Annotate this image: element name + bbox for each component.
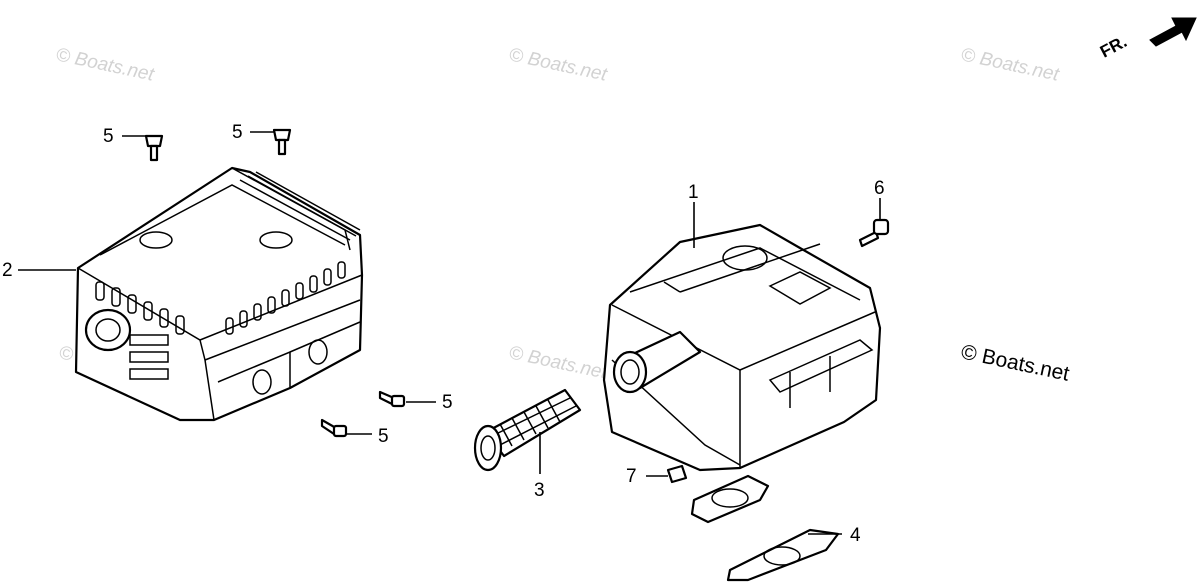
callout-muffler: 1 — [688, 182, 699, 203]
front-label: FR. — [1097, 32, 1130, 62]
gasket — [726, 528, 840, 582]
watermark-2: © Boats.net — [507, 44, 609, 85]
callout-gasket: 4 — [850, 525, 861, 546]
callout-spark-arrester: 3 — [534, 480, 545, 501]
muffler — [602, 223, 882, 524]
callout-muffler-protector: 2 — [2, 260, 13, 281]
callout-nut: 7 — [626, 466, 637, 487]
muffler-protector — [74, 166, 364, 422]
watermark-5: © Boats.net — [507, 342, 609, 383]
leader-lines — [18, 131, 881, 535]
callout-screw-b: 5 — [232, 122, 243, 143]
screw-top-left — [144, 134, 164, 162]
exhaust-outlet — [612, 330, 702, 394]
front-arrow-icon — [1149, 17, 1197, 47]
watermark-1: © Boats.net — [54, 44, 156, 85]
callouts: 5 5 2 5 5 1 6 3 7 4 — [2, 122, 885, 546]
callout-screw-a: 5 — [103, 126, 114, 147]
flange — [690, 474, 770, 524]
watermark-3: © Boats.net — [959, 44, 1061, 85]
bolt — [858, 218, 890, 248]
screw-lower — [320, 418, 348, 438]
nut — [666, 464, 688, 484]
watermark-strong: © Boats.net — [959, 340, 1072, 385]
callout-screw-d: 5 — [378, 426, 389, 447]
callout-screw-c: 5 — [442, 392, 453, 413]
screw-top-right — [272, 128, 292, 156]
protector-slots — [95, 171, 361, 380]
spark-arrester — [473, 388, 582, 472]
screw-middle — [378, 390, 406, 408]
front-indicator: FR. — [1097, 17, 1197, 62]
callout-bolt: 6 — [874, 178, 885, 199]
